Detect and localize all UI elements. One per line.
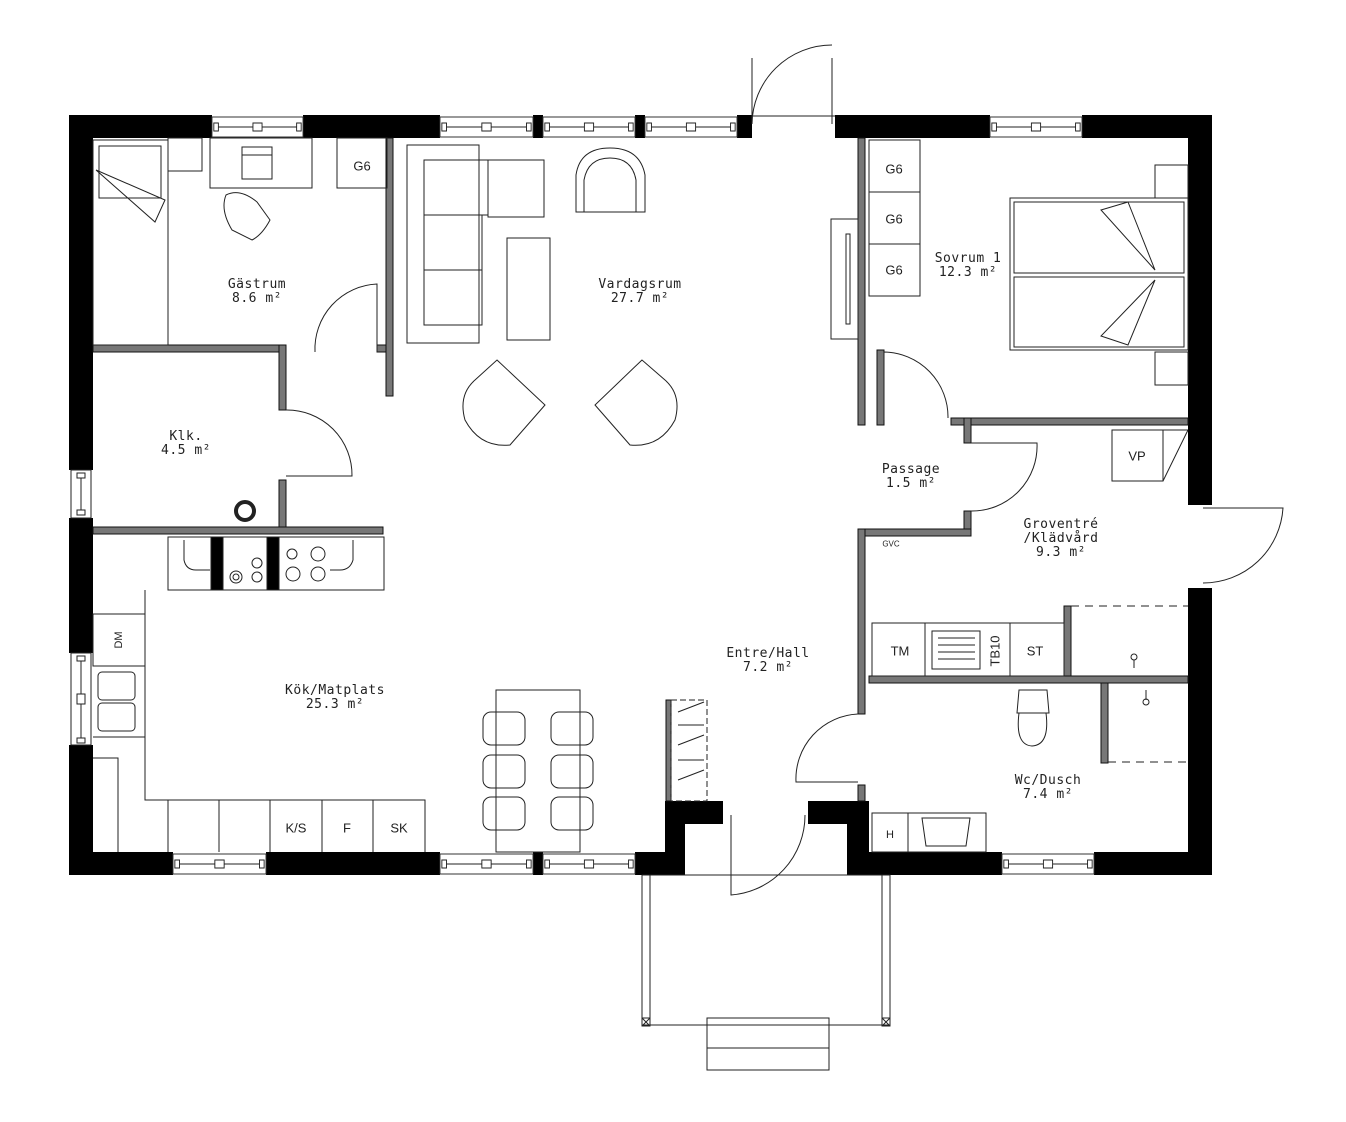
fixture-g6-sovrum-2: G6 xyxy=(885,211,903,227)
room-name: Entre/Hall xyxy=(726,646,810,661)
porch xyxy=(641,874,891,1071)
room-name: Vardagsrum xyxy=(598,277,682,292)
room-area: 9.3 m² xyxy=(1036,545,1086,560)
fixture-gvc: GVC xyxy=(882,539,900,549)
room-label-passage: Passage 1.5 m² xyxy=(882,463,940,491)
fixture-sk: SK xyxy=(390,820,408,836)
room-label-wcdusch: Wc/Dusch 7.4 m² xyxy=(1015,774,1082,802)
room-area: 25.3 m² xyxy=(305,697,365,712)
room-name: Groventré xyxy=(1023,517,1099,532)
room-label-kok: Kök/Matplats 25.3 m² xyxy=(285,684,385,712)
furniture xyxy=(92,137,1189,853)
room-area: 4.5 m² xyxy=(161,443,211,458)
fixture-dm: DM xyxy=(113,631,125,649)
room-name: Passage xyxy=(881,462,941,477)
windows xyxy=(70,116,1095,875)
room-area: 8.6 m² xyxy=(232,291,282,306)
room-name-line2: /Klädvård xyxy=(1023,531,1099,546)
fixture-tm: TM xyxy=(890,643,910,659)
room-name: Sovrum 1 xyxy=(934,251,1002,266)
fixture-f: F xyxy=(343,820,351,836)
room-area: 1.5 m² xyxy=(886,476,936,491)
doors xyxy=(285,44,1284,896)
fixture-vp: VP xyxy=(1128,448,1146,464)
room-name: Kök/Matplats xyxy=(285,683,385,698)
room-label-entre: Entre/Hall 7.2 m² xyxy=(726,647,809,675)
room-name: Wc/Dusch xyxy=(1014,773,1082,788)
exterior-walls xyxy=(69,115,1212,875)
room-label-groventre: Groventré /Klädvård 9.3 m² xyxy=(1024,518,1099,560)
interior-walls xyxy=(92,137,1189,802)
room-label-gastrum: Gästrum 8.6 m² xyxy=(228,278,286,306)
room-label-vardagsrum: Vardagsrum 27.7 m² xyxy=(598,278,681,306)
fixture-h: H xyxy=(886,829,894,841)
room-name: Gästrum xyxy=(227,277,287,292)
room-name: Klk. xyxy=(169,429,203,444)
fixture-st: ST xyxy=(1026,643,1044,659)
fixture-g6-sovrum-3: G6 xyxy=(885,262,903,278)
fixture-tb10: TB10 xyxy=(987,635,1003,667)
room-area: 7.4 m² xyxy=(1023,787,1073,802)
fixture-ks: K/S xyxy=(285,820,307,836)
room-area: 12.3 m² xyxy=(938,265,998,280)
room-label-klk: Klk. 4.5 m² xyxy=(161,430,211,458)
room-label-sovrum1: Sovrum 1 12.3 m² xyxy=(935,252,1002,280)
fixture-g6-gastrum: G6 xyxy=(353,158,371,174)
room-area: 7.2 m² xyxy=(743,660,793,675)
fixture-g6-sovrum-1: G6 xyxy=(885,161,903,177)
room-area: 27.7 m² xyxy=(610,291,670,306)
